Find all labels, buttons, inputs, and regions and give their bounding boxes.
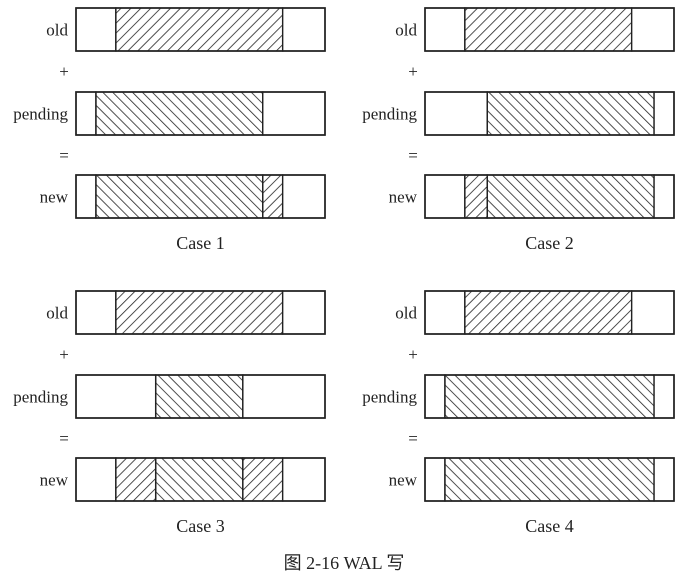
pending-bar-outline [424,91,675,136]
pending-bar-outline [75,91,326,136]
new-bar [75,174,326,219]
case-2: old pending new + = Case 2 [362,7,675,253]
hatched-segment [95,91,264,136]
empty-segment [75,457,117,502]
pending-bar [75,374,326,419]
plus-sign: + [408,62,418,81]
old-bar [424,7,675,52]
pending-label: pending [362,388,417,407]
case-title: Case 1 [176,233,225,253]
empty-segment [424,174,466,219]
new-bar-outline [75,174,326,219]
plus-sign: + [408,345,418,364]
pending-label: pending [13,105,68,124]
empty-segment [630,290,675,335]
hatched-segment [115,457,157,502]
new-bar [424,457,675,502]
hatched-segment [464,290,633,335]
pending-label: pending [13,388,68,407]
old-label: old [395,21,417,40]
empty-segment [424,91,488,136]
pending-label: pending [362,105,417,124]
hatched-segment [115,290,284,335]
pending-bar [424,374,675,419]
case-title: Case 2 [525,233,574,253]
old-bar [75,7,326,52]
hatched-segment [464,174,488,219]
equals-sign: = [408,429,418,448]
pending-bar [424,91,675,136]
empty-segment [281,7,326,52]
new-bar [424,174,675,219]
pending-bar-outline [75,374,326,419]
empty-segment [281,457,326,502]
pending-bar-outline [424,374,675,419]
plus-sign: + [59,62,69,81]
case-title: Case 4 [525,516,574,536]
pending-bar [75,91,326,136]
hatched-segment [486,174,655,219]
new-label: new [40,471,69,490]
hatched-segment [444,374,655,419]
empty-segment [281,290,326,335]
old-bar-outline [424,7,675,52]
old-label: old [46,304,68,323]
empty-segment [424,7,466,52]
empty-segment [242,374,326,419]
empty-segment [653,457,675,502]
empty-segment [281,174,326,219]
new-label: new [389,188,418,207]
case-title: Case 3 [176,516,225,536]
new-bar-outline [424,457,675,502]
equals-sign: = [59,429,69,448]
hatched-segment [242,457,284,502]
empty-segment [653,174,675,219]
empty-segment [653,374,675,419]
old-bar-outline [424,290,675,335]
old-label: old [46,21,68,40]
empty-segment [262,91,326,136]
hatched-segment [95,174,264,219]
case-4: old pending new + = Case 4 [362,290,675,536]
plus-sign: + [59,345,69,364]
empty-segment [424,290,466,335]
old-bar [75,290,326,335]
empty-segment [424,457,446,502]
hatched-segment [115,7,284,52]
equals-sign: = [408,146,418,165]
empty-segment [75,374,157,419]
new-label: new [389,471,418,490]
empty-segment [75,91,97,136]
hatched-segment [464,7,633,52]
old-bar-outline [75,290,326,335]
empty-segment [75,290,117,335]
old-label: old [395,304,417,323]
empty-segment [653,91,675,136]
hatched-segment [486,91,655,136]
hatched-segment [154,374,244,419]
hatched-segment [444,457,655,502]
new-label: new [40,188,69,207]
new-bar-outline [75,457,326,502]
hatched-segment [262,174,284,219]
case-3: old pending new + = Case 3 [13,290,326,536]
empty-segment [424,374,446,419]
new-bar [75,457,326,502]
empty-segment [75,7,117,52]
hatched-segment [154,457,244,502]
case-1: old pending new + = Case 1 [13,7,326,253]
old-bar [424,290,675,335]
equals-sign: = [59,146,69,165]
figure-caption: 图 2-16 WAL 写 [283,553,405,573]
new-bar-outline [424,174,675,219]
old-bar-outline [75,7,326,52]
empty-segment [75,174,97,219]
empty-segment [630,7,675,52]
